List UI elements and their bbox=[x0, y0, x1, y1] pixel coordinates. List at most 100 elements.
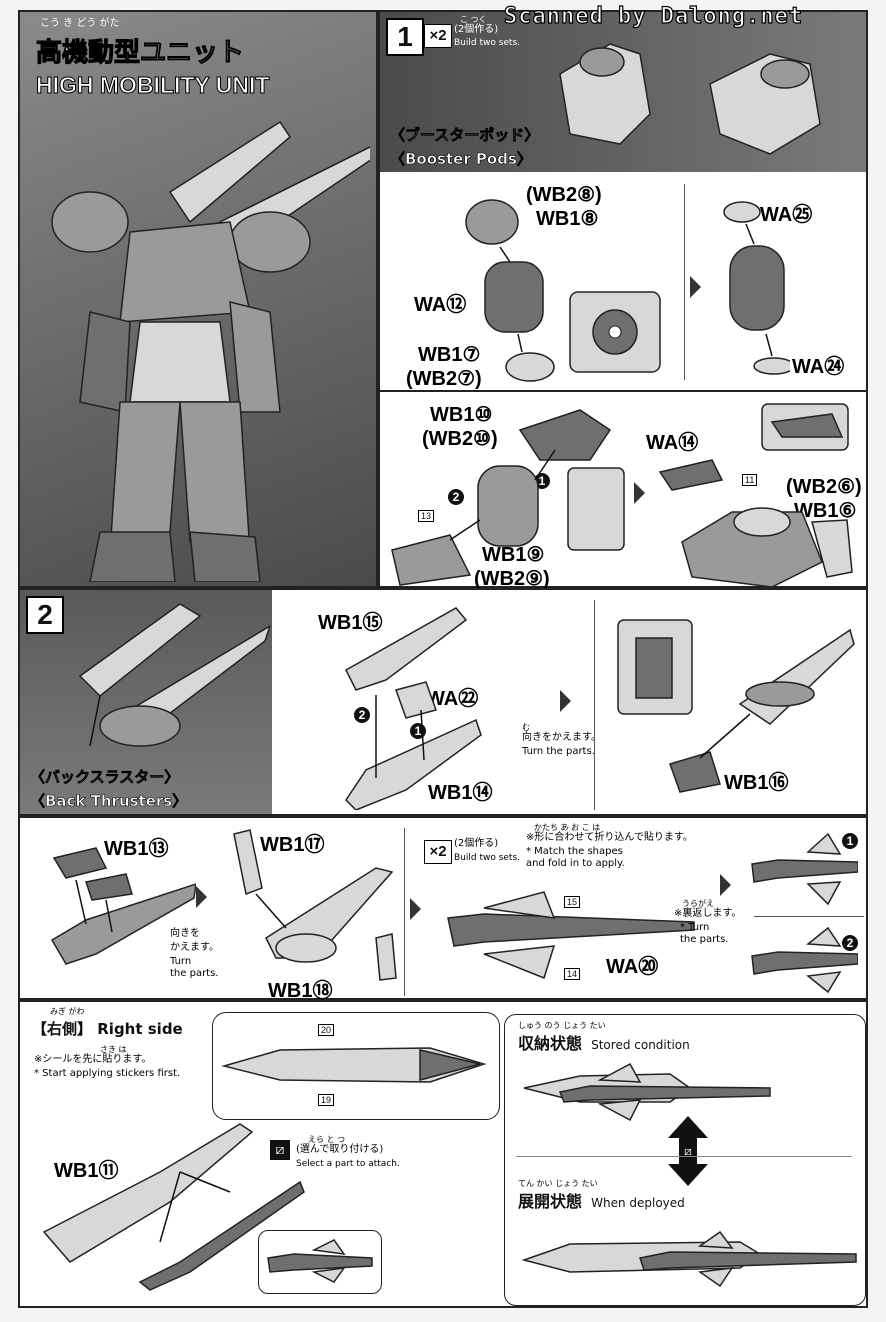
label-wb1-17: WB1⑰ bbox=[260, 834, 325, 856]
order-badge-2: 2 bbox=[448, 488, 464, 507]
turn2-en-b: the parts. bbox=[170, 968, 219, 979]
stored-condition-drawing bbox=[523, 1062, 771, 1122]
deployed-drawing bbox=[521, 1230, 857, 1288]
flip-en-b: the parts. bbox=[680, 934, 729, 945]
label-wb1-8: WB1⑧ bbox=[536, 208, 599, 230]
sticker-13: 13 bbox=[418, 510, 435, 522]
label-wb1-7: WB1⑦ bbox=[418, 344, 481, 366]
label-wb2-9: (WB2⑨) bbox=[474, 568, 550, 590]
note-jp: ※シールを先に貼ります。 bbox=[34, 1054, 152, 1065]
fold-en-a: * Match the shapes bbox=[526, 846, 623, 857]
flow-arrow-1b bbox=[634, 482, 645, 504]
step1-build-ruby: こ つく bbox=[460, 15, 487, 24]
step2b-build-jp: (2個作る) bbox=[454, 838, 499, 849]
step2b-order-1: 1 bbox=[842, 832, 858, 851]
deployed-ruby: てん かい じょう たい bbox=[518, 1179, 598, 1188]
step2-divider-v bbox=[594, 600, 595, 810]
flow-arrow-1a bbox=[690, 276, 701, 298]
booster-pod-assembled-a bbox=[723, 201, 790, 375]
deployed-title: 展開状態 When deployed bbox=[518, 1188, 685, 1212]
deployed-jp: 展開状態 bbox=[518, 1192, 583, 1211]
mobile-suit-illustration bbox=[51, 120, 370, 582]
label-wb2-8: (WB2⑧) bbox=[526, 184, 602, 206]
deployed-en: When deployed bbox=[591, 1196, 685, 1210]
thruster-inset-drawing bbox=[267, 1239, 373, 1283]
note-ruby: さき は bbox=[100, 1045, 127, 1054]
label-wb1-11: WB1⑪ bbox=[54, 1160, 119, 1182]
label-wb1-15: WB1⑮ bbox=[318, 612, 383, 634]
flow-arrow-2b bbox=[196, 886, 207, 908]
back-thrusters-preview bbox=[78, 603, 270, 747]
label-wb2-6: (WB2⑥) bbox=[786, 476, 862, 498]
header-title-jp: 高機動型ユニット bbox=[35, 38, 245, 69]
select-jp: (選んで取り付ける) bbox=[296, 1144, 384, 1155]
label-wa-25: WA㉕ bbox=[760, 204, 813, 226]
label-wb1-6: WB1⑥ bbox=[794, 500, 857, 522]
flow-arrow-2d bbox=[720, 874, 731, 896]
turn-en: Turn the parts. bbox=[522, 746, 595, 757]
step2-section-en: 〈Back Thrusters〉 bbox=[30, 792, 188, 811]
label-wa-14: WA⑭ bbox=[646, 432, 699, 454]
flip-en-a: * Turn bbox=[680, 922, 710, 933]
back-thruster-exploded bbox=[345, 607, 482, 810]
step1-panel: 1 ×2 こ つく (2個作る) Build two sets. Scanned… bbox=[378, 3, 868, 590]
thruster-part-17-18 bbox=[233, 829, 397, 981]
label-wa-24: WA㉔ bbox=[792, 356, 845, 378]
header-panel: こう き どう がた 高機動型ユニット HIGH MOBILITY UNIT bbox=[18, 10, 378, 588]
label-wb2-10: (WB2⑩) bbox=[422, 428, 498, 450]
thruster-result-2 bbox=[751, 926, 858, 994]
select-icon: ⧄ bbox=[270, 1140, 290, 1160]
booster-pod-assembled-b bbox=[658, 403, 853, 587]
step1-number: 1 bbox=[386, 18, 424, 56]
label-wb1-13: WB1⑬ bbox=[104, 838, 169, 860]
flow-arrow-2c bbox=[410, 898, 421, 920]
label-wa-12: WA⑫ bbox=[414, 294, 467, 316]
step2b-multiplier: ×2 bbox=[424, 840, 452, 864]
step1-divider-h bbox=[380, 390, 866, 392]
turn2-jp-b: かえます。 bbox=[170, 942, 219, 953]
stored-ruby: しゅう のう じょう たい bbox=[518, 1021, 606, 1030]
label-wb1-14: WB1⑭ bbox=[428, 782, 493, 804]
label-wa-22: WA㉒ bbox=[426, 688, 479, 710]
select-ruby: えら と つ bbox=[308, 1135, 346, 1144]
fold-ruby: かたち あ お こ は bbox=[534, 823, 601, 832]
thruster-with-sticker bbox=[447, 891, 695, 979]
label-wb1-10: WB1⑩ bbox=[430, 404, 493, 426]
step1-section-en: 〈Booster Pods〉 bbox=[390, 150, 533, 169]
modes-divider bbox=[516, 1156, 852, 1157]
turn2-jp-a: 向きを bbox=[170, 928, 200, 939]
note-en: * Start applying stickers first. bbox=[34, 1068, 181, 1079]
sticker-11-b: 11 bbox=[742, 474, 758, 486]
step1-build-en: Build two sets. bbox=[454, 38, 521, 48]
sticker-20: 20 bbox=[318, 1024, 335, 1036]
wing-sticker-detail bbox=[221, 1047, 487, 1083]
right-side-title-en: Right side bbox=[97, 1020, 183, 1038]
step1-build-jp: (2個作る) bbox=[454, 24, 499, 35]
step2b-order-2: 2 bbox=[842, 934, 858, 953]
joint-detail bbox=[617, 619, 693, 715]
thruster-result-1 bbox=[751, 832, 858, 906]
step2-section-jp: 〈バックスラスター〉 bbox=[30, 768, 180, 787]
stored-title: 収納状態 Stored condition bbox=[518, 1030, 690, 1054]
step1-divider-v bbox=[684, 184, 685, 380]
booster-pod-exploded-b bbox=[391, 409, 625, 586]
sticker-14: 14 bbox=[564, 968, 581, 980]
fold-en-b: and fold in to apply. bbox=[526, 858, 625, 869]
step1-section-jp: 〈ブースターポッド〉 bbox=[390, 126, 540, 145]
right-side-title-jp: 【右側】 bbox=[32, 1020, 93, 1038]
turn2-en-a: Turn bbox=[170, 956, 192, 967]
header-ruby: こう き どう がた bbox=[40, 18, 120, 29]
label-wb1-18: WB1⑱ bbox=[268, 980, 333, 1002]
sticker-19: 19 bbox=[318, 1094, 335, 1106]
step2b-divider-h bbox=[754, 916, 864, 917]
right-wing-assembly bbox=[42, 1123, 305, 1291]
step1-multiplier: ×2 bbox=[424, 24, 452, 48]
fold-jp: ※形に合わせて折り込んで貼ります。 bbox=[526, 832, 693, 843]
step2b-panel: WB1⑬ 向きを かえます。 Turn the parts. WB1⑰ WB1⑱… bbox=[18, 816, 868, 1002]
thruster-part-13 bbox=[50, 847, 196, 965]
turn-jp: 向きをかえます。 bbox=[522, 732, 601, 743]
label-wb1-16: WB1⑯ bbox=[724, 772, 789, 794]
step2-panel: 2 〈バックスラスター〉 〈Back Thrusters〉 WB1⑮ WA㉒ W… bbox=[18, 588, 868, 816]
booster-pods-preview bbox=[559, 43, 821, 155]
right-side-panel: みぎ がわ 【右側】 Right side さき は ※シールを先に貼ります。 … bbox=[18, 1000, 868, 1308]
